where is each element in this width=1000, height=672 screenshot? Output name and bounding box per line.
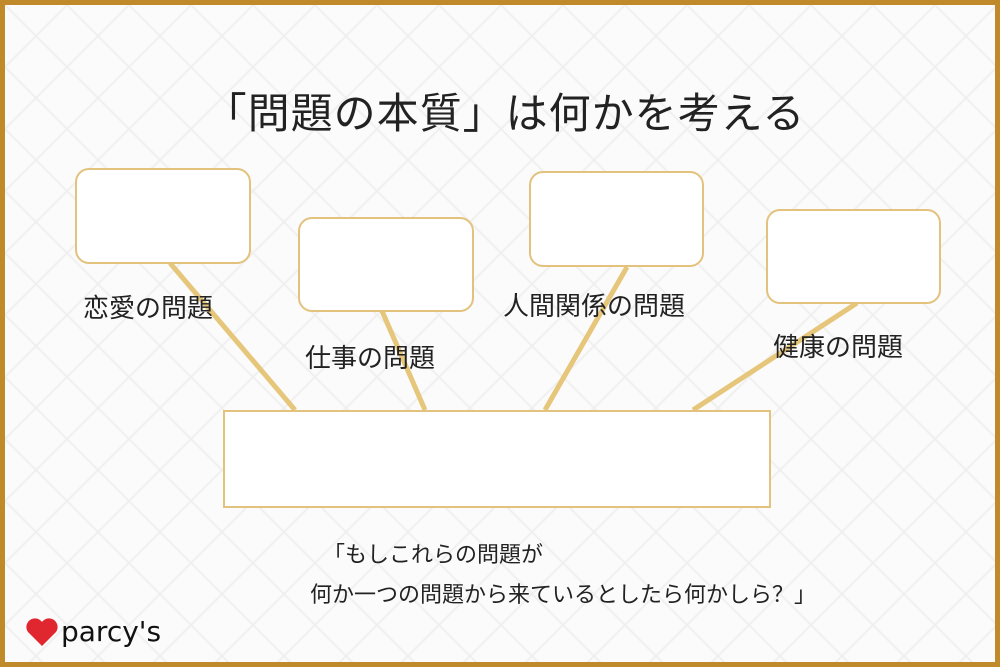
connector-lines <box>168 261 859 413</box>
parcys-logo: parcy's <box>25 615 161 648</box>
connector-work <box>379 310 428 411</box>
work-problem-label: 仕事の問題 <box>305 344 436 374</box>
health-problem-label: 健康の問題 <box>773 333 904 363</box>
root-problem-box <box>223 410 771 508</box>
love-problem-label: 恋愛の問題 <box>83 294 214 324</box>
work-problem-box <box>298 217 474 312</box>
logo-text: parcy's <box>61 615 162 648</box>
connector-health <box>691 300 859 413</box>
connector-love <box>168 261 297 412</box>
connector-relationships <box>542 265 630 412</box>
relationship-problem-label: 人間関係の問題 <box>503 292 686 322</box>
love-problem-box <box>75 168 251 264</box>
relationship-problem-box <box>529 171 704 267</box>
health-problem-box <box>766 209 941 304</box>
heart-icon <box>26 617 58 646</box>
question-line-1: 「もしこれらの問題が <box>323 543 544 568</box>
question-line-2: 何か一つの問題から来ているとしたら何かしら？」 <box>310 583 817 608</box>
diagram-title: 「問題の本質」は何かを考える <box>204 89 806 138</box>
